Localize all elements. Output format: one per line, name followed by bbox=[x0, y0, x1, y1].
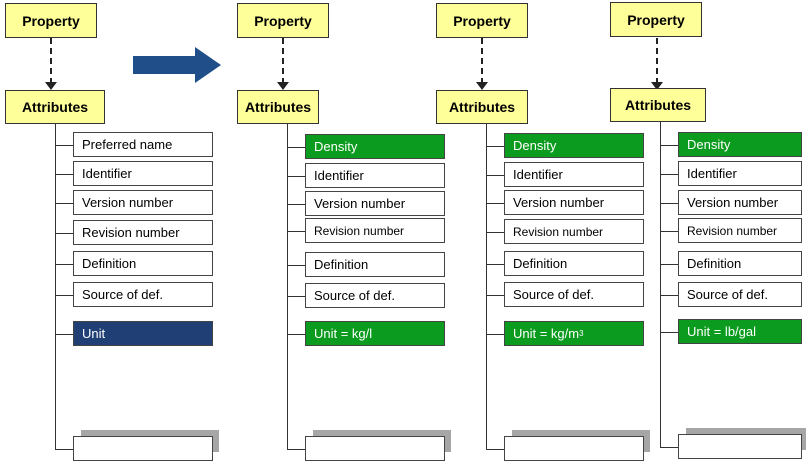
attribute-identifier: Identifier bbox=[73, 161, 213, 186]
attribute-unit: Unit = kg/l bbox=[305, 321, 445, 346]
tree-line bbox=[486, 124, 487, 450]
empty-attribute-box bbox=[678, 434, 802, 459]
attribute-unit: Unit bbox=[73, 321, 213, 346]
attribute-revision-number: Revision number bbox=[504, 219, 644, 244]
property-box: Property bbox=[5, 3, 97, 38]
attribute-definition: Definition bbox=[678, 251, 802, 276]
attribute-unit: Unit = lb/gal bbox=[678, 319, 802, 344]
attribute-preferred-name: Preferred name bbox=[73, 132, 213, 157]
property-box: Property bbox=[610, 2, 702, 37]
attribute-revision-number: Revision number bbox=[678, 218, 802, 243]
property-column-3: Property Attributes Density Identifier V… bbox=[436, 0, 650, 467]
property-box: Property bbox=[237, 3, 329, 38]
attributes-box: Attributes bbox=[436, 90, 528, 124]
property-column-4: Property Attributes Density Identifier V… bbox=[610, 0, 809, 467]
arrow-down-icon bbox=[277, 82, 289, 90]
attribute-revision-number: Revision number bbox=[73, 220, 213, 245]
attributes-box: Attributes bbox=[610, 88, 706, 122]
attribute-source-of-def: Source of def. bbox=[305, 283, 445, 308]
attribute-identifier: Identifier bbox=[504, 162, 644, 187]
attribute-source-of-def: Source of def. bbox=[504, 282, 644, 307]
dashed-connector bbox=[50, 38, 52, 84]
dashed-connector bbox=[481, 38, 483, 84]
attribute-version-number: Version number bbox=[678, 190, 802, 215]
attributes-box: Attributes bbox=[5, 90, 105, 124]
transition-arrow-icon bbox=[133, 47, 221, 83]
unit-superscript: 3 bbox=[579, 329, 584, 338]
attribute-identifier: Identifier bbox=[678, 161, 802, 186]
attribute-definition: Definition bbox=[73, 251, 213, 276]
attribute-revision-number: Revision number bbox=[305, 218, 445, 243]
property-column-1: Property Attributes Preferred name Ident… bbox=[5, 0, 219, 467]
property-box: Property bbox=[436, 3, 528, 38]
attribute-version-number: Version number bbox=[73, 190, 213, 215]
unit-text: Unit = kg/m bbox=[513, 326, 580, 341]
attribute-density: Density bbox=[305, 134, 445, 159]
tree-line bbox=[55, 124, 56, 450]
attribute-version-number: Version number bbox=[504, 190, 644, 215]
empty-attribute-box bbox=[504, 436, 644, 461]
tree-line bbox=[287, 124, 288, 450]
empty-attribute-box bbox=[305, 436, 445, 461]
empty-attribute-box bbox=[73, 436, 213, 461]
dashed-connector bbox=[282, 38, 284, 84]
attribute-density: Density bbox=[678, 132, 802, 157]
attribute-definition: Definition bbox=[504, 251, 644, 276]
attributes-box: Attributes bbox=[237, 90, 319, 124]
dashed-connector bbox=[656, 38, 658, 84]
tree-line bbox=[660, 122, 661, 448]
attribute-identifier: Identifier bbox=[305, 163, 445, 188]
attribute-source-of-def: Source of def. bbox=[73, 282, 213, 307]
arrow-down-icon bbox=[476, 82, 488, 90]
property-column-2: Property Attributes Density Identifier V… bbox=[237, 0, 451, 467]
arrow-down-icon bbox=[651, 82, 663, 90]
attribute-source-of-def: Source of def. bbox=[678, 282, 802, 307]
attribute-density: Density bbox=[504, 133, 644, 158]
arrow-down-icon bbox=[45, 82, 57, 90]
attribute-definition: Definition bbox=[305, 252, 445, 277]
attribute-version-number: Version number bbox=[305, 191, 445, 216]
